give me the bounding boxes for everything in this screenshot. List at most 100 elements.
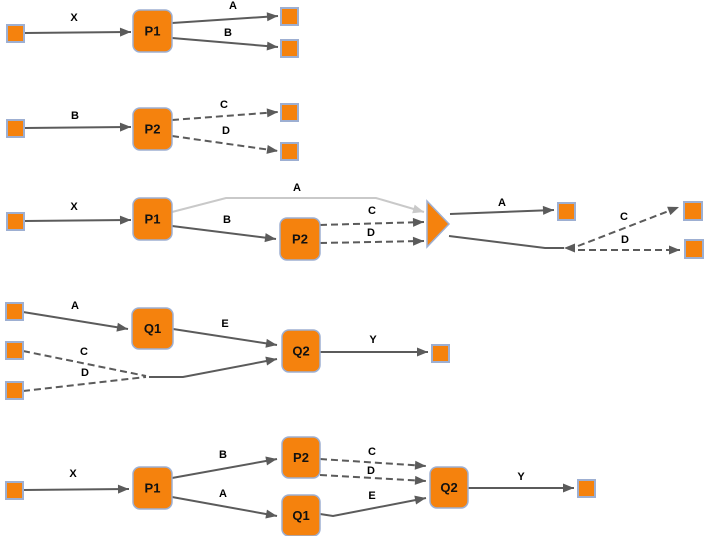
process-box-label-row4-q1: Q1 [144,321,161,336]
port-square-row2-out-c [280,103,299,122]
merge-triangle-row3-merge [426,199,451,249]
edge-r5-a [171,496,278,517]
port-square-row3-out-a [557,202,576,221]
process-box-row4-q1 [131,307,174,350]
arrowhead-r2-d [266,145,278,154]
port-square-row4-src-c [5,341,24,360]
edge-label: C [620,211,628,223]
edge-label: D [621,234,629,246]
arrowhead-r1-b [266,41,278,51]
edge-label: E [368,490,375,502]
port-square-row1-out-a [280,7,299,26]
arrowhead-r3-d-out [669,245,680,255]
edge-label: C [368,205,376,217]
edge-r3-d [319,240,425,244]
arrowhead-r3-c [412,217,424,227]
edge-r2-c [171,111,279,121]
process-box-label-row1-p1: P1 [145,23,161,38]
arrowhead-r3-b [264,233,276,243]
edge-label: C [220,99,228,111]
edge-label: E [221,318,228,330]
edge-label: A [219,488,227,500]
arrowhead-r3-a-gray [412,204,424,214]
edge-r3-x [23,219,132,222]
arrowhead-r5-x [117,484,129,494]
arrowhead-r4-merge [265,356,277,366]
arrowhead-r4-e [265,338,277,348]
process-box-label-row3-p1: P1 [145,211,161,226]
edge-label: A [293,182,301,194]
port-square-row1-out-b [280,39,299,58]
edge-label: B [223,214,231,226]
arrowhead-r2-b [119,122,131,132]
edge-r4-c [22,350,147,377]
process-box-row4-q2 [281,329,321,373]
edge-r3-c-out [577,206,680,247]
edge-r3-down [448,235,564,249]
process-box-row3-p2 [279,217,321,261]
arrowhead-r1-x [119,27,131,37]
arrowhead-r5-e [414,495,426,505]
edge-r3-a-out [449,209,555,215]
edge-r4-d [22,376,147,392]
edge-label: D [367,227,375,239]
port-square-row5-out-y [577,479,596,498]
port-square-row1-src [6,24,25,43]
edge-label: X [70,12,78,24]
arrowhead-r5-a [265,509,277,519]
arrowhead-r1-a [266,12,278,22]
process-box-row5-p1 [132,466,173,510]
edge-r1-b [171,37,279,48]
edge-r5-c [319,458,427,467]
edge-r5-e [319,497,427,518]
arrowhead-r5-b [265,456,277,466]
edge-label: B [71,110,79,122]
edge-label: B [219,449,227,461]
arrowhead-r4-y [417,347,428,357]
port-square-row3-src [6,212,25,231]
process-box-row5-q2 [429,466,469,509]
edge-label: C [80,346,88,358]
edge-label: Y [369,334,377,346]
arrowhead-r3-down [564,243,575,253]
edge-label: D [222,125,230,137]
edge-r3-b [171,225,277,240]
process-box-label-row5-q2: Q2 [440,480,457,495]
edge-r5-b [171,458,278,479]
edge-r4-e [172,328,278,346]
edge-label: D [367,465,375,477]
port-square-row4-out-y [431,344,450,363]
edge-r4-a [22,311,129,330]
process-box-row2-p2 [132,107,173,151]
process-box-label-row4-q2: Q2 [292,343,309,358]
port-square-row3-out-c [683,201,703,221]
port-square-row5-src [5,481,24,500]
process-box-row1-p1 [132,9,173,53]
arrowhead-r2-c [266,108,278,118]
process-box-label-row2-p2: P2 [145,121,161,136]
port-square-row4-src-a [5,302,24,321]
process-box-row5-p2 [281,436,321,479]
arrowhead-r5-y [563,483,574,493]
edge-label: A [229,0,237,12]
arrowhead-r5-c [414,460,426,470]
port-square-row3-out-d [684,239,704,259]
edge-label: Y [517,471,525,483]
edge-r1-x [23,31,132,34]
edge-label: A [71,300,79,312]
edge-label: X [70,201,78,213]
edge-label: A [498,197,506,209]
process-box-label-row5-p2: P2 [293,450,309,465]
edge-r5-x [22,488,130,491]
edge-r3-a-gray [171,197,425,213]
edge-label: C [368,446,376,458]
edge-r2-b [23,126,132,129]
process-box-row5-q1 [281,494,321,536]
arrowhead-r3-x [119,215,131,225]
process-box-row3-p1 [132,197,173,241]
arrowhead-r3-d [412,236,424,246]
process-box-label-row5-q1: Q1 [292,508,309,523]
edge-label: D [81,367,89,379]
